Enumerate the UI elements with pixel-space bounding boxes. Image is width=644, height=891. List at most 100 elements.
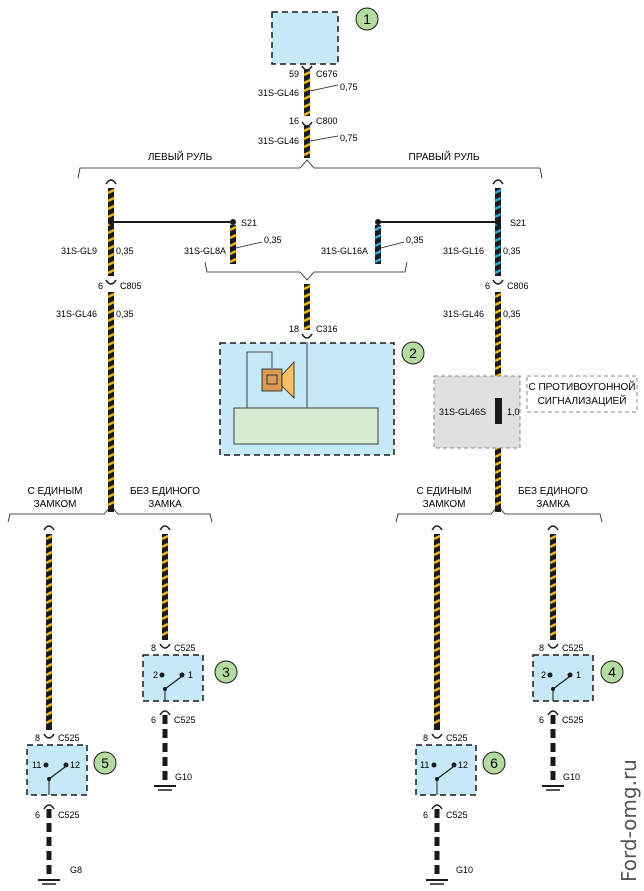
wire-gl46-label-2: 31S-GL46 xyxy=(258,136,299,146)
wire-gl46-left-size: 0,35 xyxy=(116,309,134,319)
callout-3-label: 3 xyxy=(222,664,230,680)
horn-icon xyxy=(246,342,308,408)
c316-pin: 18 xyxy=(289,324,299,334)
sw5-pin-11: 11 xyxy=(32,760,41,770)
wire-sw3 xyxy=(161,534,169,640)
callout-4-label: 4 xyxy=(608,664,616,680)
left-without-lock-line1: БЕЗ ЕДИНОГО xyxy=(130,486,200,497)
sw3-pin-2: 2 xyxy=(153,670,158,680)
wire-top xyxy=(303,70,311,117)
callout-5-label: 5 xyxy=(101,755,109,771)
branch-brace-hand xyxy=(77,159,543,179)
switch-3-symbol xyxy=(159,672,185,701)
c800-pin: 16 xyxy=(289,116,299,126)
ground-g8-icon xyxy=(38,879,60,885)
sw3-pin-top: 8 xyxy=(151,643,156,653)
callout-6-label: 6 xyxy=(490,755,498,771)
switch-3-box xyxy=(142,654,204,702)
sw3-conn-top xyxy=(159,643,171,649)
alarm-note-box xyxy=(526,375,638,413)
ground-g10-left-icon xyxy=(154,785,176,791)
c806-label: C806 xyxy=(507,281,529,291)
switch-4-symbol xyxy=(547,672,573,701)
watermark: Ford-omg.ru xyxy=(617,759,641,882)
sw6-pin-bottom: 6 xyxy=(423,810,428,820)
sw3-conn-bottom-label: C525 xyxy=(174,715,196,725)
alarm-note-line1: С ПРОТИВОУГОННОЙ xyxy=(528,380,635,393)
sw5-conn-bottom xyxy=(43,804,55,810)
wire-size-075-1: 0,75 xyxy=(340,82,358,92)
switch-6-box xyxy=(415,744,477,796)
wire-gl46-right-size: 0,35 xyxy=(503,309,521,319)
sw6-conn-bottom xyxy=(431,804,443,810)
c316-label: C316 xyxy=(316,324,338,334)
sw4-pin-2: 2 xyxy=(541,670,546,680)
wire-gl46-left xyxy=(107,292,115,512)
callout-2: 2 xyxy=(401,341,425,365)
wire-sw4 xyxy=(549,534,557,640)
wire-gl9-size: 0,35 xyxy=(116,246,134,256)
c805-pin: 6 xyxy=(98,281,103,291)
sw4-conn-top xyxy=(547,643,559,649)
wire-gl16-label: 31S-GL16 xyxy=(443,246,484,256)
sw6-conn-top-label: C525 xyxy=(446,733,468,743)
c676-pin: 59 xyxy=(289,69,299,79)
left-with-lock-line2: ЗАМКОМ xyxy=(34,499,77,510)
wire-gl9 xyxy=(107,188,115,276)
wire-sw6 xyxy=(433,534,441,730)
sw4-pin-top: 8 xyxy=(539,643,544,653)
callout-5: 5 xyxy=(93,751,117,775)
callout-1: 1 xyxy=(355,7,379,31)
connector-c676-symbol xyxy=(301,65,313,71)
sw6-pin-11: 11 xyxy=(420,760,429,770)
sw4-conn-bottom xyxy=(547,710,559,716)
wire-sw5 xyxy=(45,534,53,730)
sw4-conn-bottom-label: C525 xyxy=(562,715,584,725)
ground-g10-right-icon xyxy=(542,785,564,791)
sw5-conn-top xyxy=(43,733,55,739)
wire-gl9-label: 31S-GL9 xyxy=(61,246,97,256)
horn-base-plate xyxy=(233,407,379,445)
c805-label: C805 xyxy=(120,281,142,291)
splice-s21-right: S21 xyxy=(510,218,526,228)
wire-gl8a-size: 0,35 xyxy=(264,235,282,245)
branch-right-hand: ПРАВЫЙ РУЛЬ xyxy=(409,150,480,163)
wire-gl46-label-1: 31S-GL46 xyxy=(258,88,299,98)
wire-gl8a-label: 31S-GL8A xyxy=(184,246,226,256)
connector-c806-symbol xyxy=(492,279,504,285)
left-with-lock-line1: С ЕДИНЫМ xyxy=(27,486,82,497)
sw5-pin-top: 8 xyxy=(35,733,40,743)
wire-gl46s-size: 1,0 xyxy=(507,407,520,417)
callout-6: 6 xyxy=(482,751,506,775)
callout-3: 3 xyxy=(214,660,238,684)
wire-gl16a-size: 0,35 xyxy=(406,235,424,245)
c800-label: C800 xyxy=(316,116,338,126)
switch-6-symbol xyxy=(431,762,457,795)
splice-s21-left: S21 xyxy=(241,218,257,228)
callout-1-label: 1 xyxy=(363,11,371,27)
sw6-pin-12: 12 xyxy=(458,760,468,770)
wire-gl16 xyxy=(494,188,502,276)
ground-g8: G8 xyxy=(70,865,82,875)
switch-5-symbol xyxy=(43,762,69,795)
connector-c800-symbol xyxy=(301,121,313,127)
wire-horn xyxy=(303,284,311,331)
wire-gl8a xyxy=(229,225,237,264)
wire-gl46s-label: 31S-GL46S xyxy=(439,407,486,417)
sw3-pin-bottom: 6 xyxy=(151,715,156,725)
connector-c316-symbol xyxy=(301,333,313,339)
switch-4-box xyxy=(532,654,594,702)
left-without-lock-line2: ЗАМКА xyxy=(148,499,182,510)
sw4-conn-top-label: C525 xyxy=(562,643,584,653)
sw5-pin-bottom: 6 xyxy=(35,810,40,820)
sw3-pin-1: 1 xyxy=(188,670,193,680)
alarm-note-line2: СИГНАЛИЗАЦИЕЙ xyxy=(538,394,627,407)
wire-top-2 xyxy=(303,126,311,158)
sw4-pin-bottom: 6 xyxy=(539,715,544,725)
alarm-optional-box xyxy=(433,375,521,449)
sw4-pin-1: 1 xyxy=(576,670,581,680)
wire-gl16a xyxy=(374,225,382,264)
branch-brace-lower-right xyxy=(395,505,603,523)
branch-left-hand: ЛЕВЫЙ РУЛЬ xyxy=(148,150,213,163)
